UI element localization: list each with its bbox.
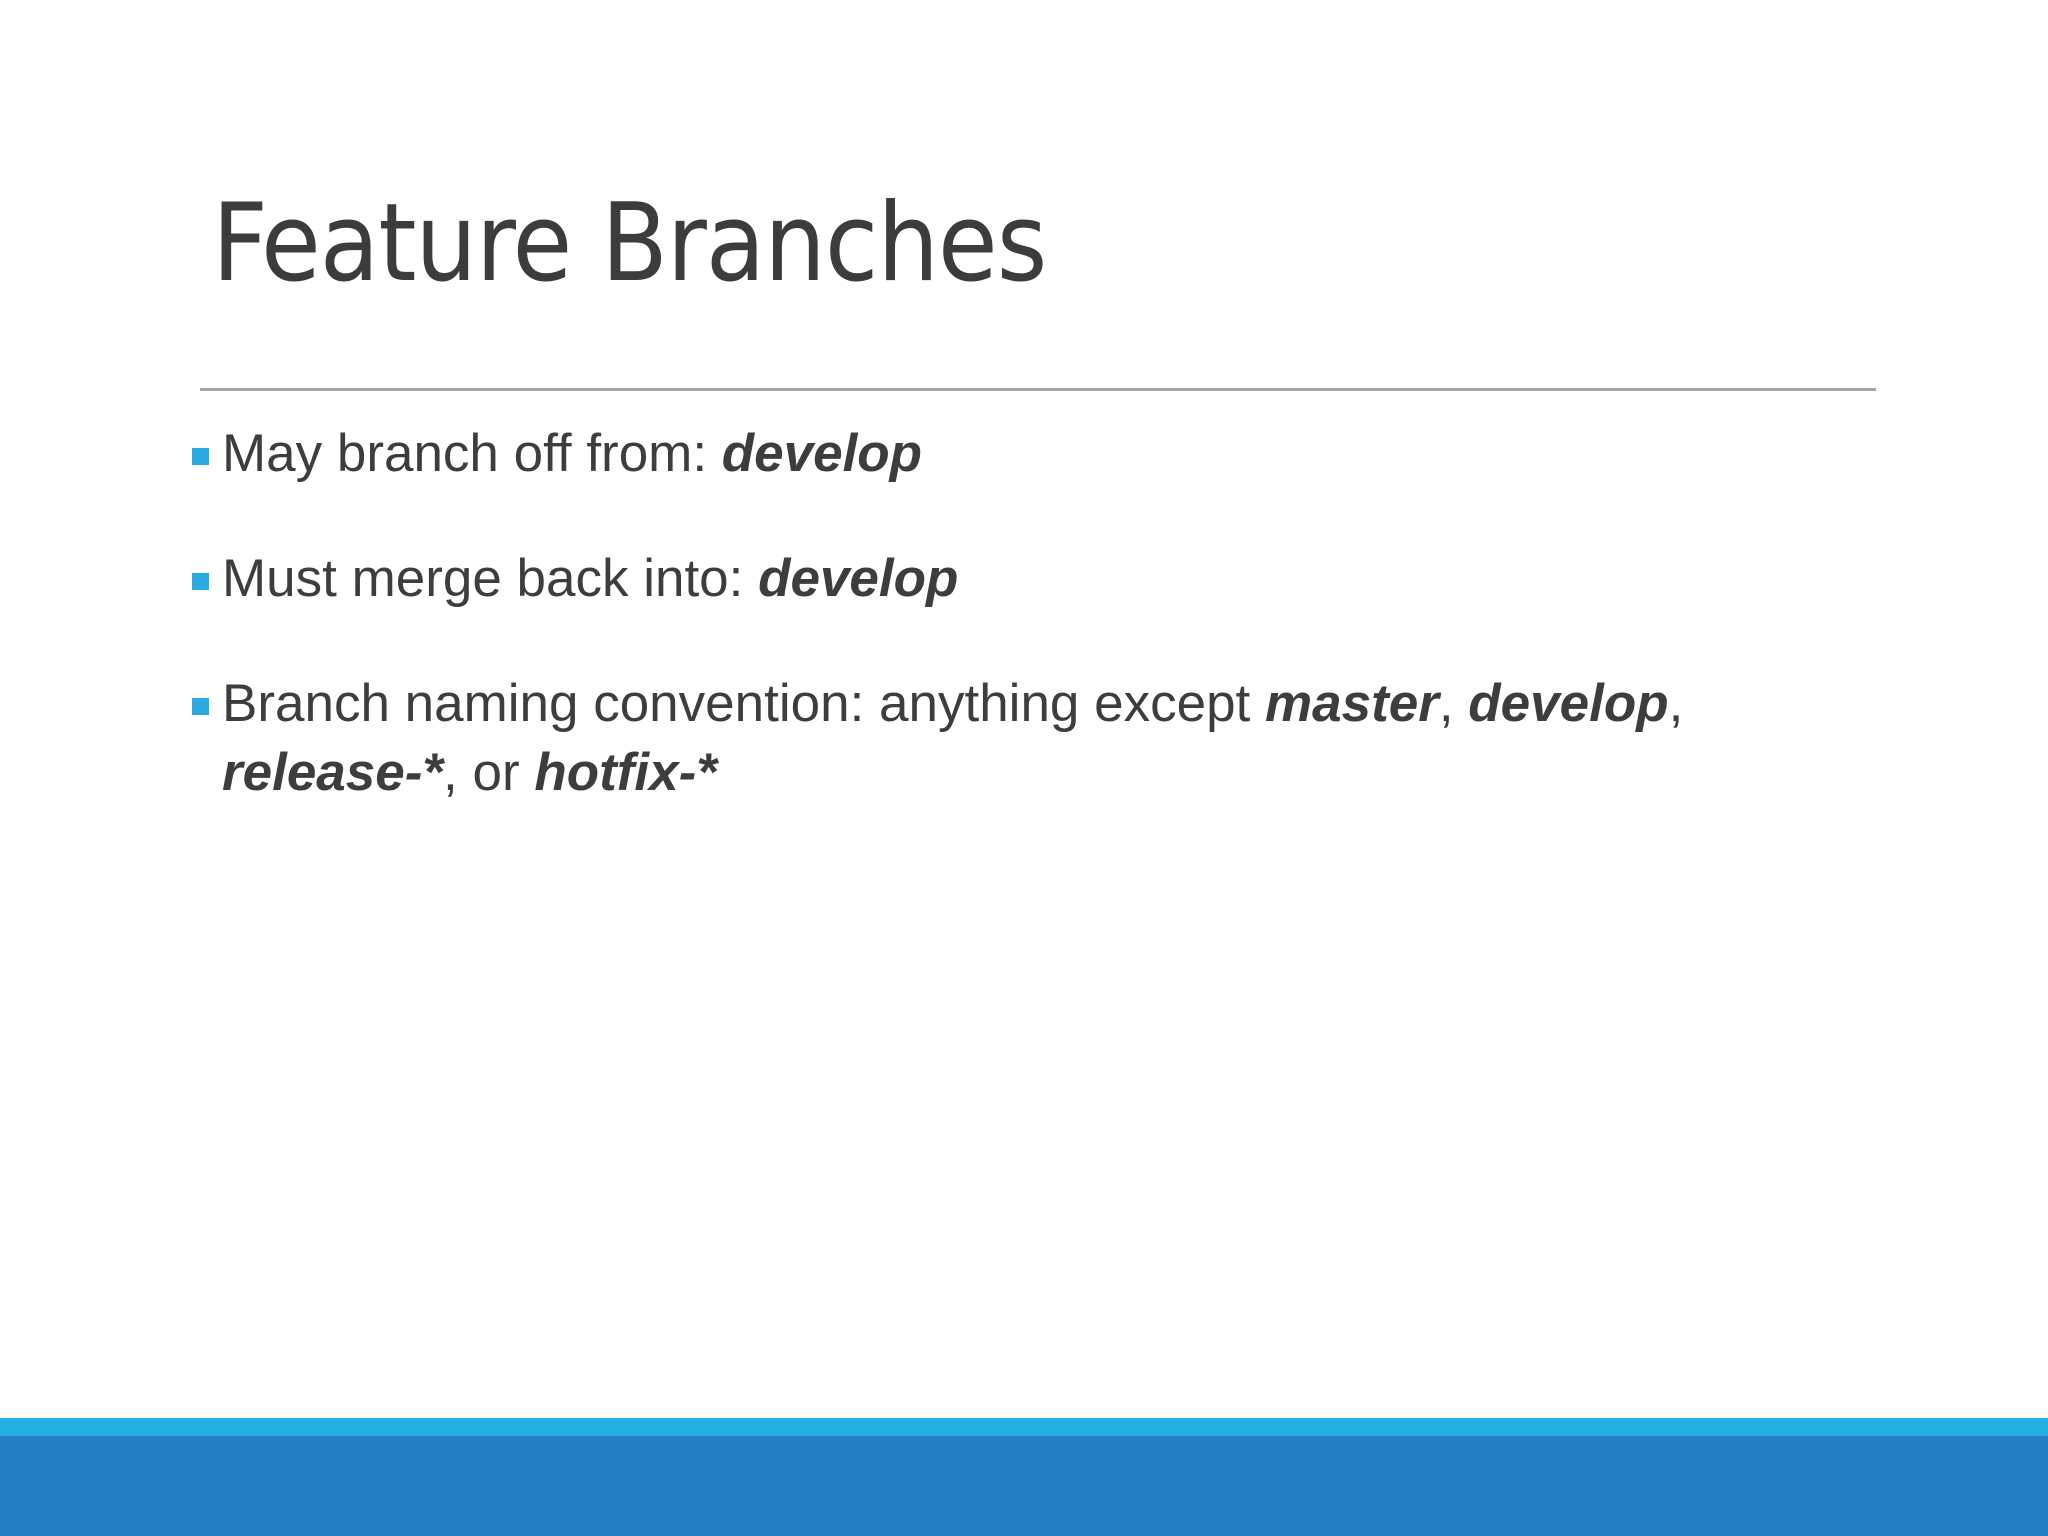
page-title: Feature Branches [212,181,1047,306]
emphasis-text: develop [1468,673,1669,733]
square-bullet-icon [192,572,209,590]
title-divider [200,388,1876,391]
list-item: Branch naming convention: anything excep… [190,670,1890,808]
footer-band-cyan [0,1418,2048,1436]
bullet-list: May branch off from: develop Must merge … [190,420,1890,808]
emphasis-text: develop [721,424,923,483]
footer-band-blue [0,1436,2048,1536]
emphasis-text: master [1265,673,1439,733]
list-item-text: Branch naming convention: anything excep… [222,670,1890,808]
plain-text: May branch off from: [222,424,722,483]
plain-text: , or [443,742,535,802]
list-item: May branch off from: develop [190,420,1890,489]
plain-text: , [1668,673,1684,733]
list-item-text: Must merge back into: develop [222,545,1890,614]
list-item: Must merge back into: develop [190,545,1890,614]
list-item-text: May branch off from: develop [222,420,1890,489]
square-bullet-icon [192,697,209,715]
emphasis-text: develop [758,548,959,608]
title-block: Feature Branches [200,181,1880,306]
square-bullet-icon [192,448,209,465]
plain-text: Must merge back into: [222,548,759,608]
emphasis-text: release-* [222,742,444,802]
plain-text: , [1438,673,1469,733]
plain-text: Branch naming convention: anything excep… [222,673,1265,733]
emphasis-text: hotfix-* [534,742,717,802]
